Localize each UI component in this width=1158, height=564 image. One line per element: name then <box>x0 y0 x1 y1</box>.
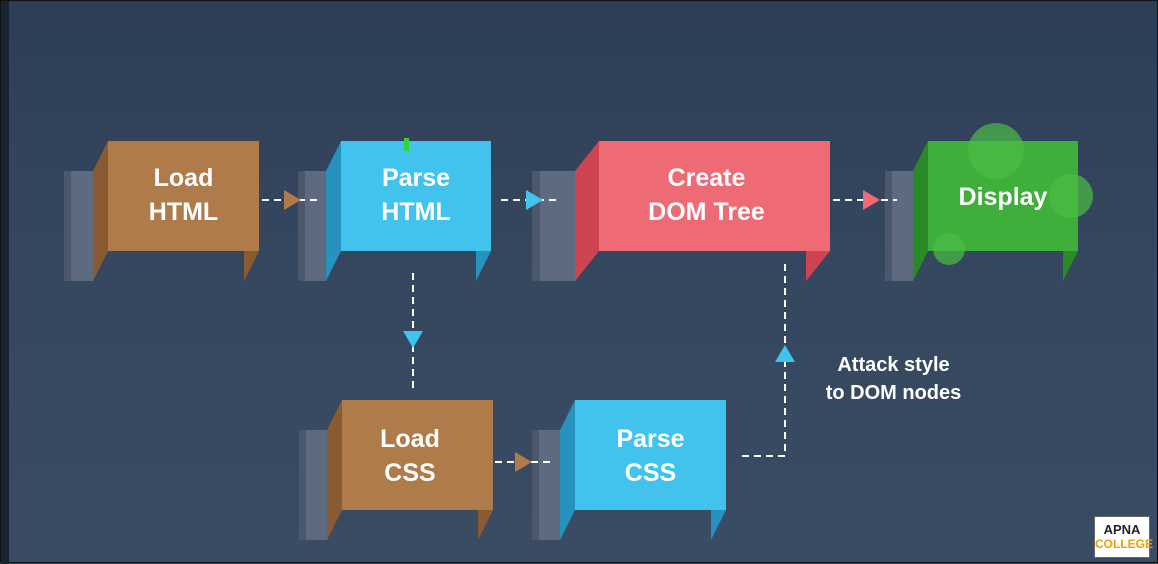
parse-css-block <box>532 400 726 540</box>
connector-parse-css-create-dom <box>742 263 786 457</box>
parse-html-line1: Parse <box>381 164 451 192</box>
arrowhead-to-create-dom <box>526 190 543 210</box>
load-css-block <box>299 400 493 540</box>
apna-college-logo: APNA COLLEGE <box>1094 516 1154 558</box>
caption-line2: to DOM nodes <box>825 382 962 404</box>
arrowhead-to-display <box>863 190 880 210</box>
parse-css-line2: CSS <box>624 459 677 487</box>
arrowhead-to-load-css <box>403 331 423 348</box>
load-html-line2: HTML <box>148 198 219 226</box>
display-line1: Display <box>958 183 1048 211</box>
left-edge-bar <box>1 1 9 564</box>
load-css-label: Load CSS <box>342 422 478 490</box>
parse-html-line2: HTML <box>381 198 451 226</box>
display-block <box>885 123 1093 281</box>
parse-css-line1: Parse <box>616 425 685 453</box>
parse-html-label: Parse HTML <box>341 161 491 229</box>
attach-style-caption: Attack style to DOM nodes <box>806 351 981 407</box>
load-css-line1: Load <box>380 425 440 453</box>
create-dom-block <box>532 141 830 281</box>
caption-line1: Attack style <box>837 354 950 376</box>
parse-html-block <box>298 138 491 281</box>
load-html-block <box>64 141 259 281</box>
parse-css-label: Parse CSS <box>575 422 726 490</box>
display-label: Display <box>928 180 1078 214</box>
arrowhead-to-create-dom-up <box>775 345 795 362</box>
logo-line2: COLLEGE <box>1095 537 1154 551</box>
load-html-line1: Load <box>153 164 214 192</box>
logo-line1: APNA <box>1103 522 1141 537</box>
create-dom-label: Create DOM Tree <box>599 161 814 229</box>
arrowhead-to-parse-html <box>284 190 301 210</box>
create-dom-line2: DOM Tree <box>648 198 765 226</box>
arrowhead-to-parse-css <box>515 452 532 472</box>
load-html-label: Load HTML <box>108 161 259 229</box>
load-css-line2: CSS <box>384 459 436 487</box>
create-dom-line1: Create <box>667 164 746 192</box>
